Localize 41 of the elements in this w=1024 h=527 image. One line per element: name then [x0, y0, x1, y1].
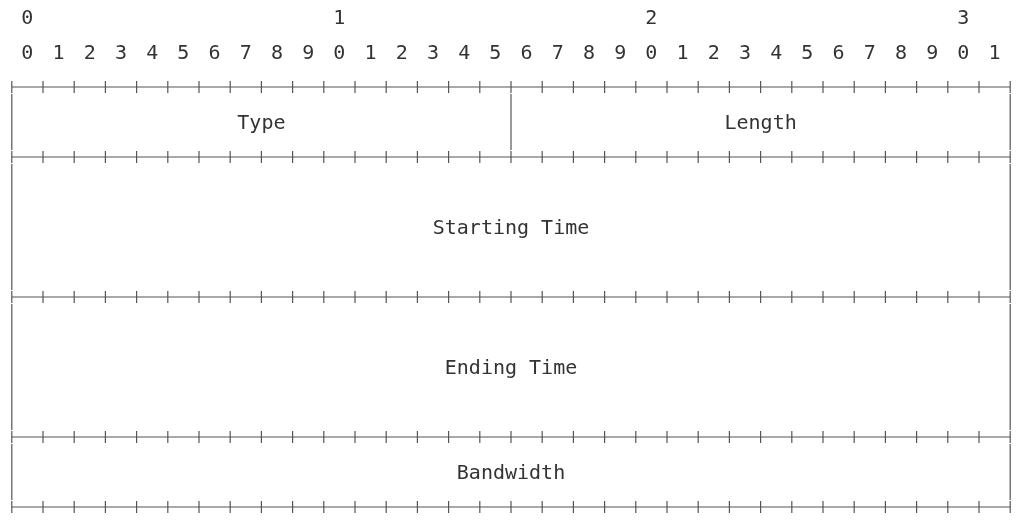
bit-number: 4: [770, 40, 783, 64]
packet-field: Bandwidth: [19, 445, 1003, 499]
bit-number: 9: [614, 40, 627, 64]
bit-number: 0: [21, 5, 34, 29]
bit-number: 0: [333, 40, 346, 64]
bit-number: 8: [583, 40, 595, 64]
bit-number: 4: [146, 40, 159, 64]
bit-number: 6: [520, 40, 533, 64]
bit-number: 1: [676, 40, 689, 64]
bit-number: 8: [895, 40, 907, 64]
bit-number: 3: [739, 40, 751, 64]
bit-number: 5: [177, 40, 190, 64]
bit-number: 2: [83, 40, 96, 64]
bit-number: 0: [645, 40, 658, 64]
bit-number: 6: [832, 40, 845, 64]
bit-number: 3: [115, 40, 127, 64]
bit-number: 7: [863, 40, 876, 64]
bit-number: 5: [489, 40, 502, 64]
bit-number: 1: [364, 40, 377, 64]
packet-field: Ending Time: [19, 305, 1003, 429]
bit-number: 7: [239, 40, 252, 64]
bit-number: 2: [395, 40, 408, 64]
bit-number: 7: [551, 40, 564, 64]
bit-number: 5: [801, 40, 814, 64]
bit-number: 3: [427, 40, 439, 64]
packet-field: Type: [19, 95, 503, 149]
bit-number: 6: [208, 40, 221, 64]
bit-number: 9: [302, 40, 315, 64]
bit-number: 8: [271, 40, 283, 64]
bit-number: 1: [988, 40, 1001, 64]
bit-number: 2: [645, 5, 658, 29]
packet-field: Length: [519, 95, 1003, 149]
bit-number: 0: [21, 40, 34, 64]
bit-number: 2: [707, 40, 720, 64]
bit-number: 3: [957, 5, 970, 29]
bit-number: 1: [333, 5, 346, 29]
bit-number: 4: [458, 40, 471, 64]
bit-number: 0: [957, 40, 970, 64]
packet-field: Starting Time: [19, 165, 1003, 289]
bit-number: 1: [52, 40, 65, 64]
bit-number: 9: [926, 40, 939, 64]
